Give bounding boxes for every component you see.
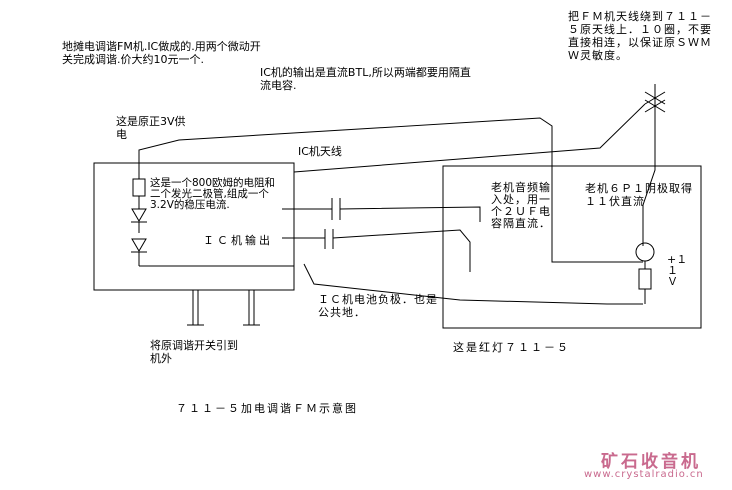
label-ic-antenna: IC机天线 [298,145,342,158]
note-btl-output: IC机的输出是直流BTL,所以两端都要用隔直流电容. [260,66,471,92]
note-antenna-winding: 把ＦＭ机天线绕到７１１－５原天线上．１０圈，不要直接相连，以保证原ＳＷＭＷ灵敏度… [568,10,712,62]
label-6p1-cathode: 老机６Ｐ１阴极取得１１伏直流 [585,182,693,208]
radio-711-box [442,165,702,329]
diagram-caption: ７１１－５加电调谐ＦＭ示意图 [176,402,358,415]
label-set-711: 这是红灯７１１－５ [453,341,570,354]
tuning-switch-leads [187,290,260,326]
label-regulator: 这是一个800欧姆的电阻和二个发光二极管,组成一个3.2V的稳压电流. [150,177,276,211]
ground-wire [303,263,643,305]
label-ic-output: ＩＣ机输出 [203,234,273,247]
ic-antenna-wire [293,103,646,173]
resistor-800-ohm [132,178,146,197]
label-orig-3v: 这是原正3V供电 [116,115,186,141]
label-ic-ground: ＩＣ机电池负极．也是公共地． [318,293,438,319]
resistor-11v [638,268,652,290]
led-diode-1 [131,208,147,222]
fm-machine-box [93,162,295,291]
pilot-lamp [635,242,655,262]
watermark-logo: 矿石收音机 [601,452,701,472]
supply-3v-wire [138,117,643,263]
antenna-symbol [644,84,666,166]
led-diode-2 [131,238,147,252]
label-tuning-switch: 将原调谐开关引到机外 [150,339,238,365]
label-plus-11v: +１１Ｖ [667,253,688,288]
label-audio-input: 老机音频输入处，用一个２ＵＦ电容隔直流． [491,181,551,230]
watermark-url: www.crystalradio.cn [584,469,704,480]
note-fm-tuner: 地摊电调谐FM机.IC做成的.用两个微动开关完成调谐.价大约10元一个. [62,40,261,66]
